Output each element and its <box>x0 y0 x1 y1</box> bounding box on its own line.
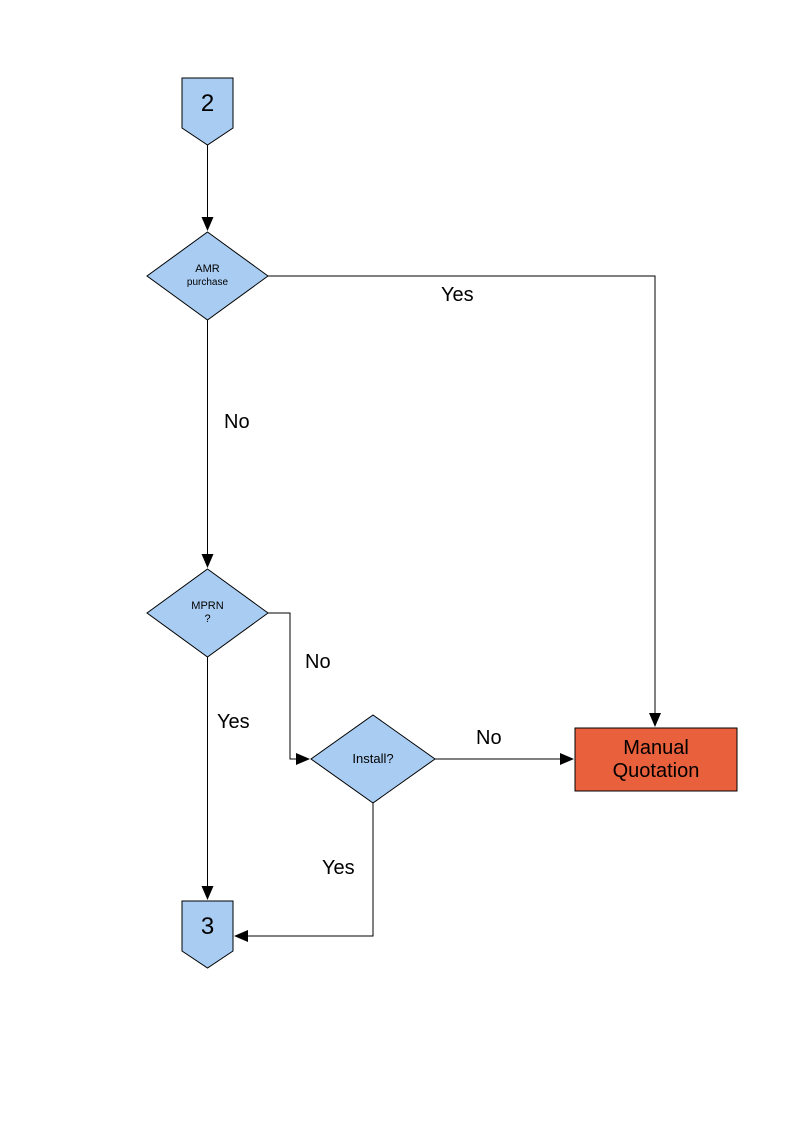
node-install-label: Install? <box>352 751 394 767</box>
node-install-shape <box>310 714 436 804</box>
node-amr-purchase-shape <box>146 231 269 321</box>
node-connector-3-shape <box>181 900 234 969</box>
node-connector-2-shape <box>181 77 234 146</box>
edge-label-mprn-yes: Yes <box>217 711 250 733</box>
edge-label-amr-no: No <box>224 411 250 433</box>
edge-line <box>268 612 297 760</box>
edge-label-amr-yes: Yes <box>441 284 474 306</box>
edge-mprn-no-to-install <box>268 612 310 765</box>
mprn-label-line2: ? <box>204 613 211 625</box>
arrowhead-down-icon <box>649 713 661 727</box>
node-manual-quotation-shape <box>574 727 738 792</box>
node-manual-quotation-label: Manual Quotation <box>575 728 737 791</box>
node-mprn-label: MPRN ? <box>147 569 268 657</box>
edge-line <box>248 803 374 937</box>
edge-amr-yes-to-manual-quotation <box>268 275 661 727</box>
amr-label-line2: purchase <box>186 276 229 288</box>
arrowhead-down-icon <box>201 217 214 231</box>
edge-label-install-no: No <box>476 727 502 749</box>
arrowhead-left-icon <box>234 930 248 942</box>
node-mprn-shape <box>146 568 269 658</box>
node-connector-3-label: 3 <box>200 912 215 940</box>
edge-label-install-yes: Yes <box>322 857 355 879</box>
arrowhead-down-icon <box>201 886 214 900</box>
edge-label-mprn-no: No <box>305 651 331 673</box>
edge-connector2-to-amr <box>201 145 214 231</box>
arrowhead-down-icon <box>201 554 214 568</box>
edge-install-yes-to-connector3 <box>234 803 374 942</box>
arrowhead-right-icon <box>560 753 574 765</box>
edge-mprn-yes-to-connector3 <box>201 657 214 900</box>
mprn-label-line1: MPRN <box>191 599 224 612</box>
edge-install-no-to-manual-quotation <box>435 753 574 765</box>
edge-line <box>268 275 656 714</box>
amr-label-line1: AMR <box>195 263 220 276</box>
node-amr-purchase-label: AMR purchase <box>147 232 268 320</box>
edge-amr-no-to-mprn <box>201 320 214 568</box>
arrowhead-right-icon <box>296 753 310 765</box>
manual-quotation-text: Manual Quotation <box>612 736 700 782</box>
node-connector-2-label: 2 <box>200 89 215 117</box>
